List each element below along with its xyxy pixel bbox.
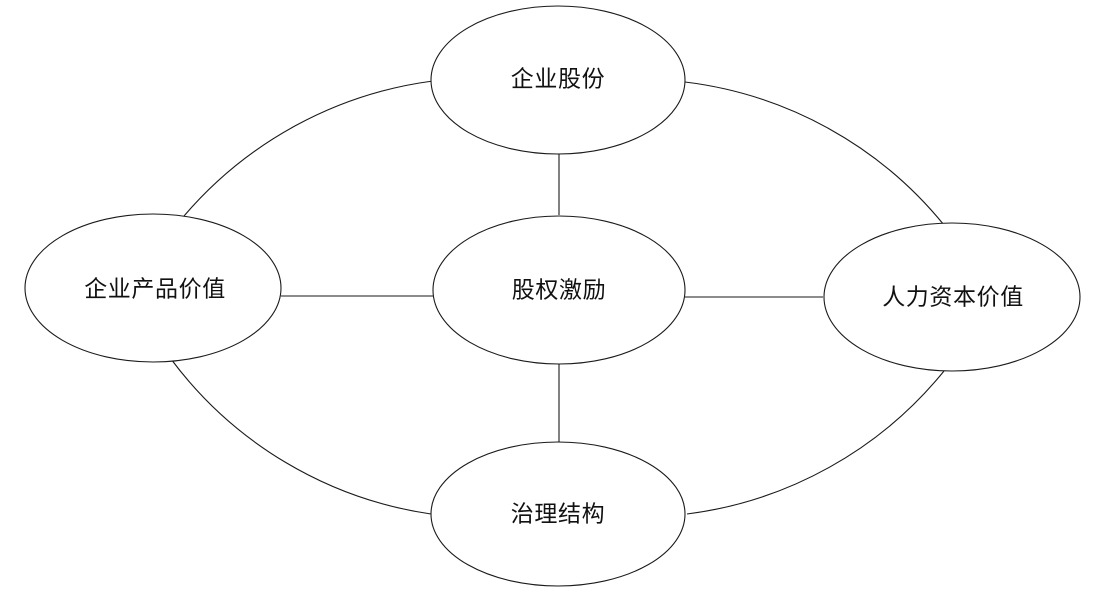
node-ellipse-human-capital-value[interactable] (823, 222, 1081, 372)
arc-bottom-to-left (170, 358, 432, 515)
node-ellipse-governance-structure[interactable] (430, 441, 686, 587)
arc-top-to-right (684, 81, 945, 226)
node-ellipse-enterprise-shares[interactable] (430, 5, 686, 155)
connector-spokes (281, 153, 823, 443)
arc-right-to-bottom (686, 370, 945, 515)
node-ellipse-enterprise-product-value[interactable] (24, 213, 282, 363)
connector-arcs (170, 80, 945, 515)
node-shapes (24, 5, 1081, 587)
arc-left-to-top (183, 80, 434, 217)
node-ellipse-equity-incentive[interactable] (432, 215, 686, 365)
